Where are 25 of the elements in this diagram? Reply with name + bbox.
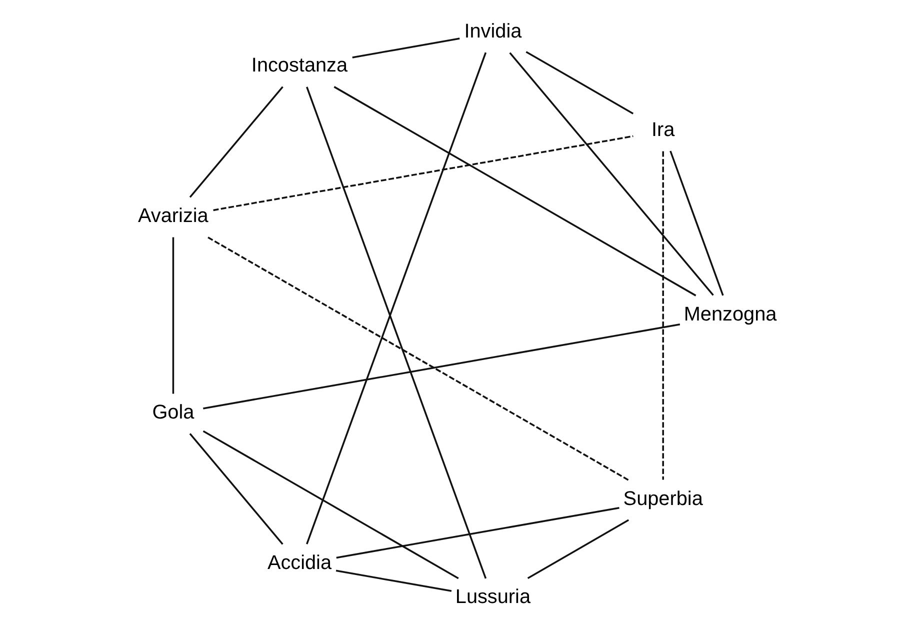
- connector: [526, 519, 629, 579]
- node-text: Avarizia: [138, 205, 208, 228]
- connector: [352, 38, 460, 58]
- connector: [206, 236, 628, 481]
- connector: [335, 570, 452, 592]
- connector: [662, 151, 664, 480]
- node-text: Gola: [152, 402, 194, 424]
- connector: [188, 86, 283, 198]
- connector: [333, 86, 696, 296]
- node-text: Superbia: [622, 488, 702, 510]
- connector: [525, 51, 634, 114]
- connector: [508, 52, 714, 296]
- connector: [212, 135, 633, 212]
- connector: [336, 506, 619, 559]
- connector: [188, 433, 283, 545]
- node-text: Menzogna: [683, 303, 776, 326]
- node-text: Incostanza: [250, 54, 348, 77]
- connector: [172, 237, 174, 394]
- node-text: Invidia: [464, 20, 522, 43]
- node-text: Accidia: [266, 552, 332, 574]
- connector: [202, 324, 680, 410]
- node-text: Ira: [650, 118, 674, 141]
- connector: [202, 430, 458, 580]
- node-text: Lussuria: [454, 586, 530, 608]
- connector: [669, 150, 724, 296]
